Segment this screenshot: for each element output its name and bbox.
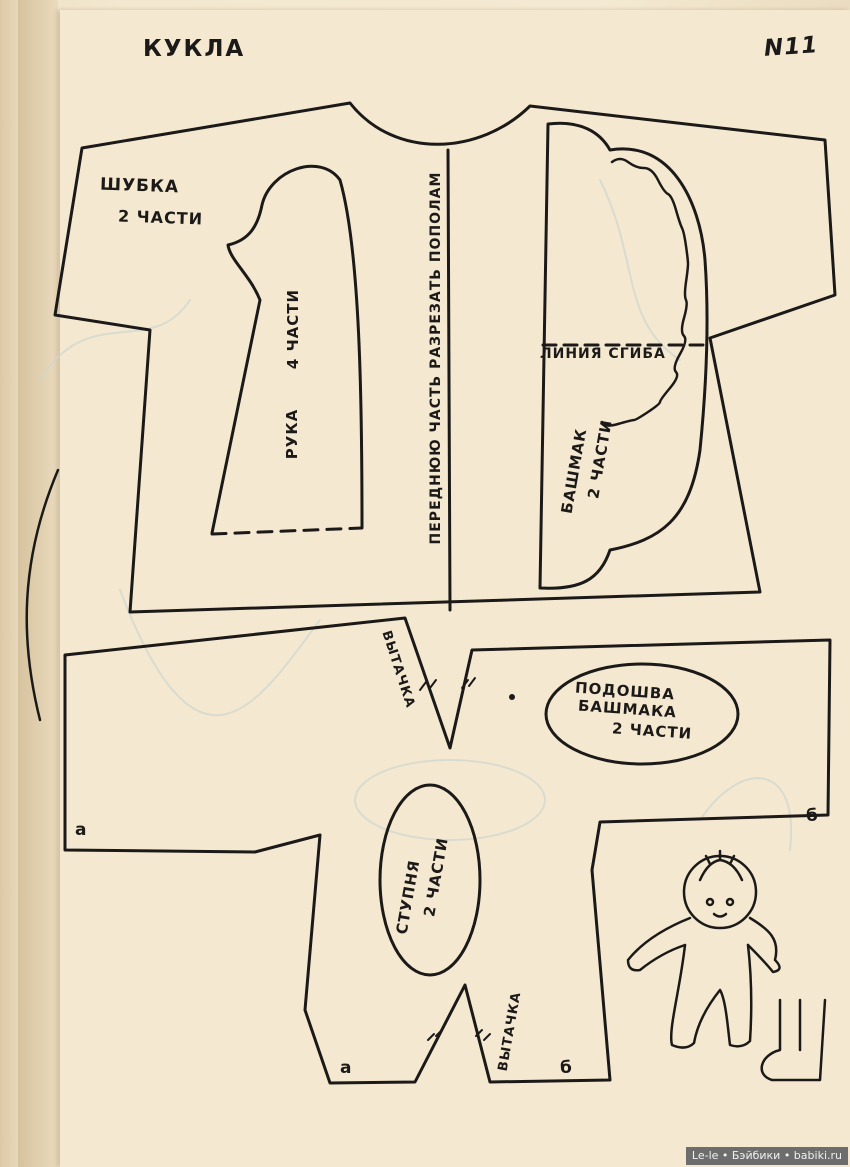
paper-stack-edge (18, 0, 58, 1167)
coat-cut-note: ПЕРЕДНЮЮ ЧАСТЬ РАЗРЕЗАТЬ ПОПОЛАМ (428, 171, 444, 545)
fold-line-label: ЛИНИЯ СГИБА (540, 346, 666, 362)
shoe-outline (538, 121, 709, 590)
coat-outline (53, 101, 837, 614)
doll-illustration (626, 849, 781, 1049)
foot-outline (378, 783, 482, 977)
paper-arc-line (25, 468, 60, 722)
page-title: КУКЛА (143, 36, 246, 62)
center-dot (509, 694, 515, 700)
coat-label: ШУБКА (99, 174, 180, 198)
arm-outline (210, 164, 364, 535)
dart-notches-top (419, 677, 476, 691)
arm-dashed-line (210, 526, 364, 536)
pattern-sheet (60, 10, 850, 1167)
page-number: N11 (763, 32, 820, 62)
arm-parts-label: 4 ЧАСТИ (284, 288, 302, 370)
arm-label: РУКА (283, 408, 301, 460)
mark-b-bottom: б (560, 1058, 573, 1078)
mark-b-right: б (806, 806, 819, 826)
mark-a-left: а (75, 820, 88, 840)
mark-a-bottom: а (340, 1058, 353, 1078)
ghost-outline (39, 179, 793, 851)
coat-center-line (446, 148, 452, 612)
sole-outline (544, 662, 740, 766)
body-outline (63, 616, 832, 1085)
watermark-badge: Le-le • Бэйбики • babiki.ru (685, 1147, 848, 1165)
dart-notches-bottom (427, 1029, 491, 1041)
shoe-illustration (760, 998, 827, 1082)
coat-parts-label: 2 ЧАСТИ (117, 206, 204, 229)
shoe-wavy-edge (600, 157, 690, 427)
